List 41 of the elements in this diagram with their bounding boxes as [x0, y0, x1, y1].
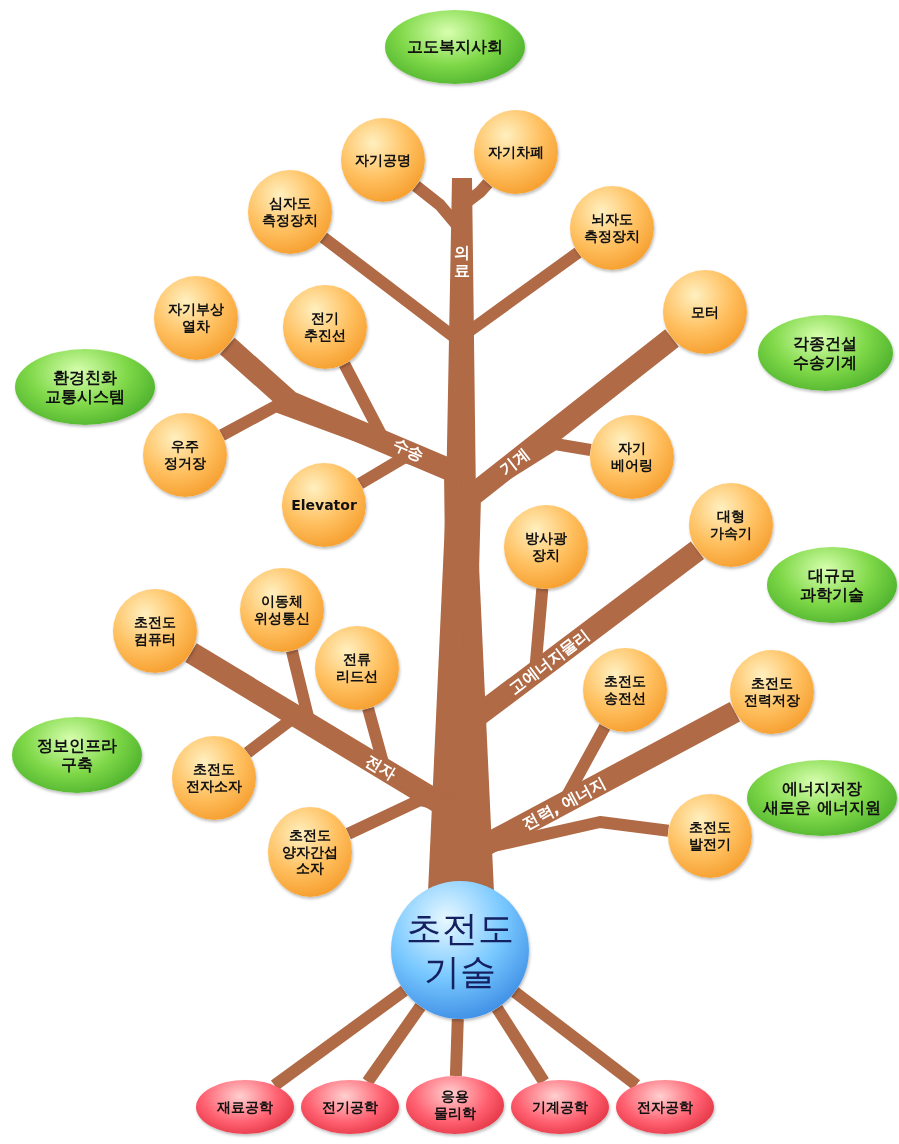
application-circle: 심자도 측정장치: [248, 170, 332, 254]
application-circle: 자기공명: [341, 118, 425, 202]
field-ellipse: 응용 물리학: [406, 1076, 504, 1134]
root-line: [492, 1004, 549, 1085]
application-circle: 전류 리드선: [315, 626, 399, 710]
goal-ellipse: 대규모 과학기술: [767, 547, 897, 623]
field-ellipse: 전자공학: [616, 1080, 714, 1134]
application-circle: 뇌자도 측정장치: [570, 186, 654, 270]
application-circle: 방사광 장치: [504, 505, 588, 589]
core-circle: 초전도 기술: [391, 881, 529, 1019]
application-circle: Elevator: [282, 463, 366, 547]
application-circle: 자기부상 열차: [154, 276, 238, 360]
application-circle: 이동체 위성통신: [240, 568, 324, 652]
edge-label: 기계: [495, 443, 534, 481]
goal-ellipse: 각종건설 수송기계: [757, 315, 893, 391]
application-circle: 초전도 전력저장: [730, 650, 814, 734]
root-line: [449, 1018, 464, 1077]
edge-label: 수송: [389, 434, 427, 466]
application-circle: 초전도 전자소자: [172, 736, 256, 820]
goal-ellipse: 환경친화 교통시스템: [15, 349, 155, 425]
field-ellipse: 전기공학: [301, 1080, 399, 1134]
edge-label: 의료: [454, 243, 470, 281]
edge-label: 전자: [360, 750, 400, 786]
application-circle: 모터: [663, 270, 747, 354]
application-circle: 대형 가속기: [689, 483, 773, 567]
application-circle: 전기 추진선: [283, 285, 367, 369]
goal-ellipse: 정보인프라 구축: [12, 717, 142, 793]
root-line: [270, 985, 408, 1091]
application-circle: 자기 베어링: [590, 415, 674, 499]
application-circle: 초전도 송전선: [583, 648, 667, 732]
root-line: [362, 1003, 426, 1086]
field-ellipse: 기계공학: [511, 1080, 609, 1134]
root-line: [511, 987, 641, 1090]
application-circle: 초전도 컴퓨터: [113, 589, 197, 673]
goal-ellipse: 에너지저장 새로운 에너지원: [747, 760, 897, 836]
field-ellipse: 재료공학: [196, 1080, 294, 1134]
goal-ellipse: 고도복지사회: [385, 10, 525, 84]
application-circle: 자기차폐: [474, 110, 558, 194]
application-circle: 초전도 발전기: [668, 794, 752, 878]
application-circle: 우주 정거장: [143, 413, 227, 497]
application-circle: 초전도 양자간섭 소자: [268, 807, 352, 897]
